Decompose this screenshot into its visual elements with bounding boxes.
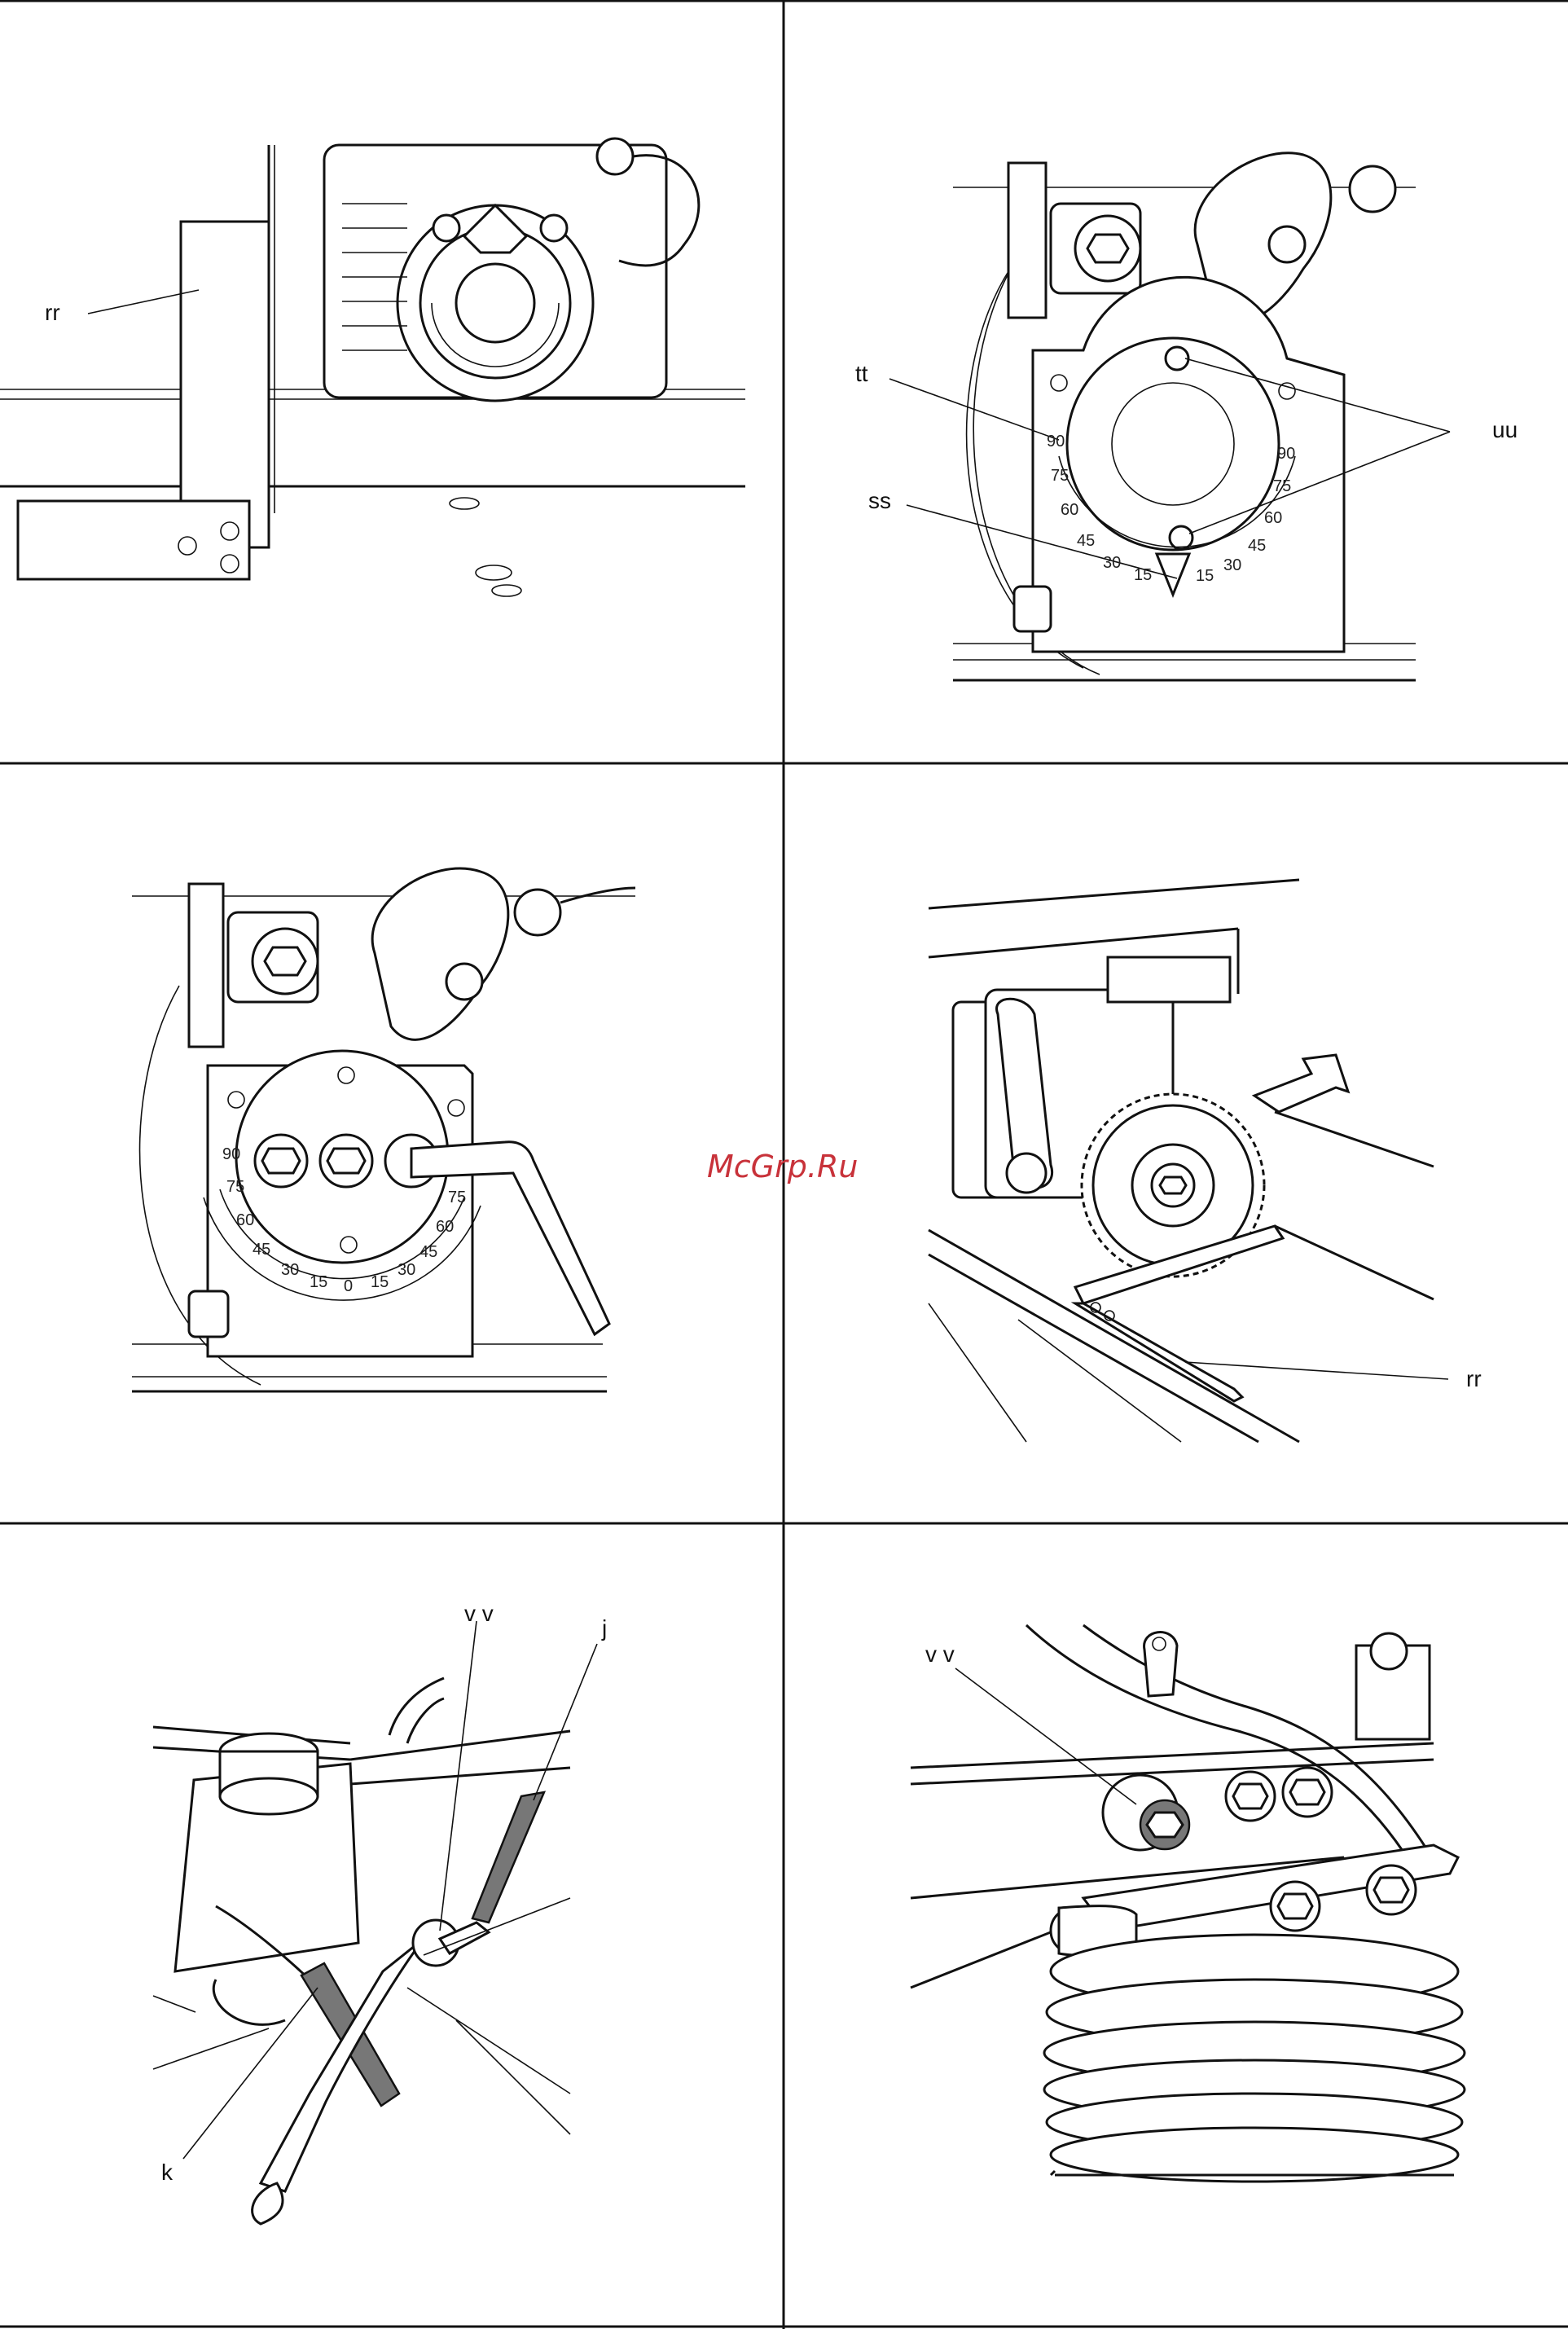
scale-tick: 45	[1077, 532, 1095, 550]
scale-tick: 75	[448, 1189, 466, 1206]
label-rr-p4: rr	[1466, 1366, 1482, 1391]
scale-tick: 90	[1047, 433, 1065, 450]
label-tt: tt	[855, 361, 868, 386]
scale-tick: 15	[310, 1273, 327, 1291]
scale-tick: 90	[1277, 445, 1295, 463]
label-j: j	[601, 1615, 607, 1641]
leader-vv-p6	[955, 1668, 1136, 1804]
label-ss: ss	[868, 488, 891, 513]
scale-tick: 45	[1248, 537, 1266, 555]
scale-tick: 30	[281, 1261, 299, 1279]
leader-j	[534, 1644, 597, 1800]
label-vv-p5: v v	[464, 1601, 494, 1626]
scale-tick: 15	[1196, 567, 1214, 585]
scale-tick: 75	[226, 1178, 244, 1196]
watermark-text: McGrp.Ru	[707, 1149, 858, 1184]
scale-tick: 60	[236, 1211, 254, 1229]
panel-4-illustration	[929, 880, 1448, 1442]
label-vv-p6: v v	[925, 1641, 955, 1667]
scale-tick: 60	[1264, 509, 1282, 527]
scale-tick: 60	[1061, 501, 1078, 519]
scale-tick: 45	[253, 1241, 270, 1259]
scale-tick: 75	[1051, 467, 1069, 485]
label-rr: rr	[45, 300, 60, 325]
panel-5-illustration	[153, 1621, 597, 2224]
label-k: k	[161, 2160, 173, 2185]
scale-tick: 15	[371, 1273, 389, 1291]
scale-tick: 60	[436, 1218, 454, 1236]
scale-tick: 75	[1273, 477, 1291, 495]
panel-2-illustration	[889, 153, 1450, 680]
scale-tick: 30	[1223, 556, 1241, 574]
scale-tick: 30	[397, 1261, 415, 1279]
label-uu: uu	[1492, 417, 1517, 442]
scale-tick: 0	[344, 1277, 353, 1295]
panel-3-illustration	[132, 868, 635, 1391]
scale-tick: 45	[419, 1243, 437, 1261]
panel-1-illustration	[0, 138, 745, 596]
panel-6-illustration	[911, 1625, 1465, 2182]
scale-tick: 15	[1134, 566, 1152, 584]
scale-tick: 30	[1103, 554, 1121, 572]
leader-rr-p4	[1185, 1362, 1448, 1379]
scale-tick: 90	[222, 1145, 240, 1163]
